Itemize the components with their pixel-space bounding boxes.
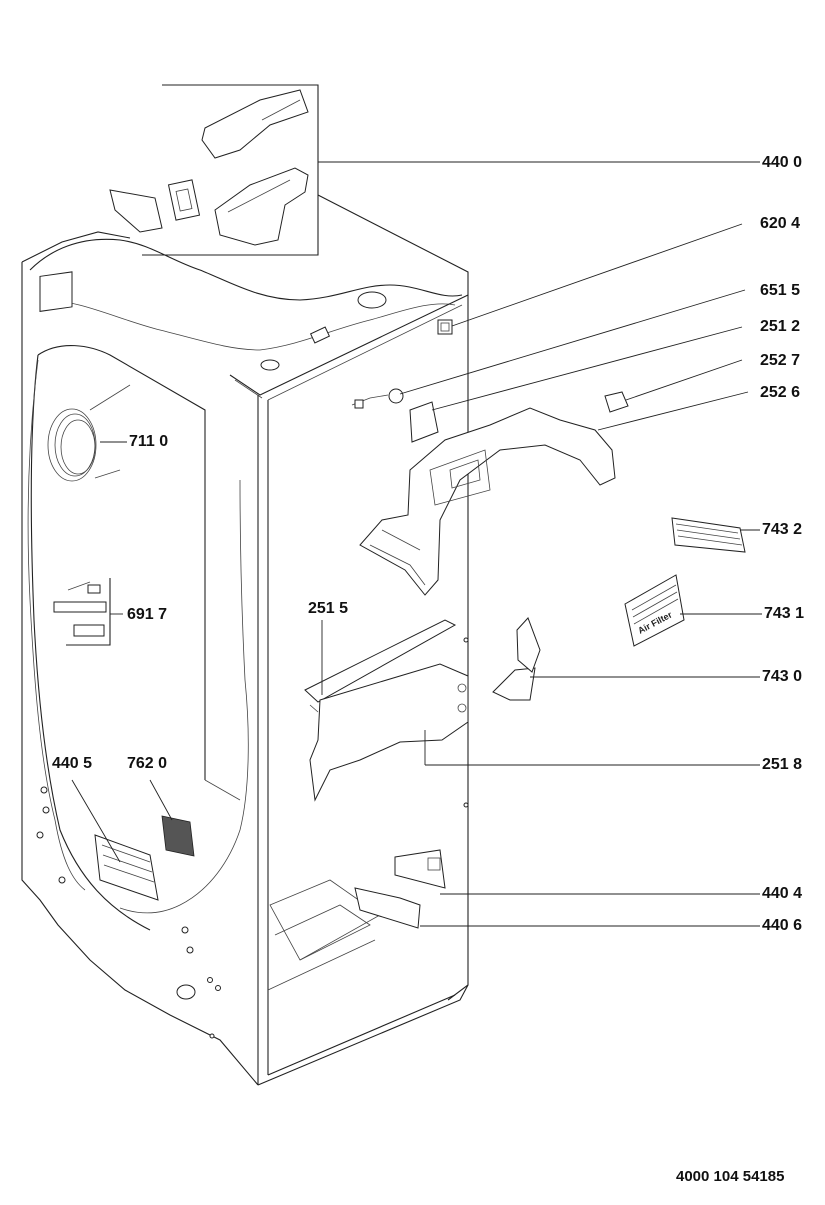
callout-2518: 251 8 bbox=[762, 756, 803, 773]
part-2515 bbox=[304, 619, 457, 713]
part-7110 bbox=[47, 384, 131, 482]
callout-2527: 252 7 bbox=[760, 352, 801, 369]
cabinet-body bbox=[21, 194, 469, 1086]
leader-lines bbox=[71, 161, 762, 927]
part-2526 bbox=[359, 407, 616, 596]
part-4404-4406 bbox=[354, 849, 446, 929]
part-2512 bbox=[409, 401, 439, 443]
part-6917 bbox=[53, 578, 111, 646]
part-4400-inset bbox=[109, 84, 319, 256]
callout-4406: 440 6 bbox=[762, 917, 803, 934]
callout-2526: 252 6 bbox=[760, 384, 801, 401]
callout-7432: 743 2 bbox=[762, 521, 803, 538]
callout-4404: 440 4 bbox=[762, 885, 803, 902]
callout-6917: 691 7 bbox=[127, 606, 168, 623]
callout-6515: 651 5 bbox=[760, 282, 801, 299]
part-7620 bbox=[161, 815, 195, 857]
part-7430 bbox=[492, 617, 541, 701]
callout-2512: 251 2 bbox=[760, 318, 801, 335]
document-number: 4000 104 54185 bbox=[676, 1168, 785, 1185]
part-7431-air-filter-cover bbox=[624, 574, 685, 647]
part-7432 bbox=[671, 517, 746, 553]
callout-6204: 620 4 bbox=[760, 215, 801, 232]
part-2527 bbox=[604, 391, 629, 413]
part-6204 bbox=[437, 319, 453, 335]
callout-7431: 743 1 bbox=[764, 605, 805, 622]
callout-2515: 251 5 bbox=[308, 600, 349, 617]
callout-4400: 440 0 bbox=[762, 154, 803, 171]
callout-7110: 711 0 bbox=[129, 433, 169, 450]
part-4405 bbox=[94, 834, 159, 901]
callout-4405: 440 5 bbox=[52, 755, 93, 772]
callout-7620: 762 0 bbox=[127, 755, 168, 772]
callout-7430: 743 0 bbox=[762, 668, 803, 685]
part-2518 bbox=[309, 663, 469, 802]
part-6515 bbox=[351, 388, 404, 409]
